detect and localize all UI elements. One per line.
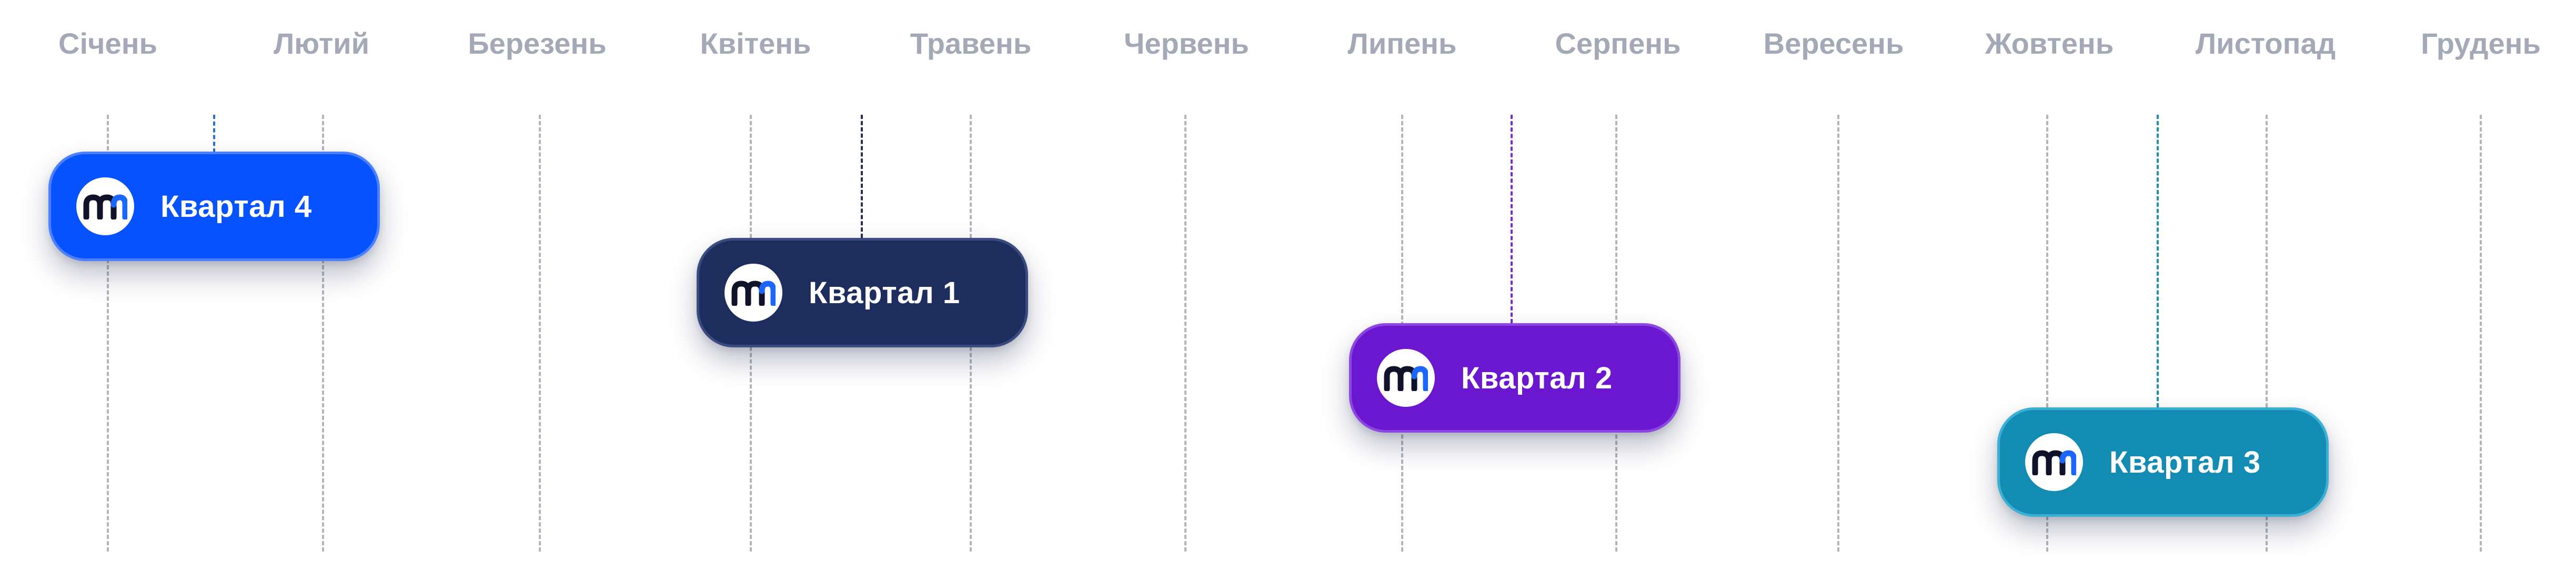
quarter-2-stem — [1511, 115, 1513, 323]
grid-line — [2480, 115, 2482, 552]
quarter-3-label: Квартал 3 — [2109, 445, 2261, 479]
grid-line — [1837, 115, 1839, 552]
quarter-1-stem — [861, 115, 863, 238]
quarter-4-pill[interactable]: Квартал 4 — [48, 152, 380, 261]
quarter-4-stem — [213, 115, 215, 153]
mn-logo-icon — [76, 177, 134, 235]
mn-logo-icon — [1377, 349, 1435, 407]
month-label: Грудень — [2421, 27, 2541, 60]
month-label: Травень — [910, 27, 1032, 60]
month-label: Жовтень — [1985, 27, 2114, 60]
quarter-2-pill[interactable]: Квартал 2 — [1349, 323, 1681, 433]
month-label: Червень — [1124, 27, 1249, 60]
month-label: Квітень — [700, 27, 811, 60]
quarter-1-pill[interactable]: Квартал 1 — [697, 238, 1028, 347]
quarter-3-pill[interactable]: Квартал 3 — [1997, 407, 2329, 517]
month-label: Березень — [468, 27, 607, 60]
mn-logo-icon — [2025, 433, 2083, 491]
grid-line — [1184, 115, 1186, 552]
grid-line — [2046, 115, 2048, 552]
month-label: Серпень — [1555, 27, 1681, 60]
month-label: Лютий — [274, 27, 369, 60]
grid-line — [322, 115, 324, 552]
grid-line — [539, 115, 541, 552]
quarter-1-label: Квартал 1 — [809, 275, 960, 310]
mn-logo-icon — [724, 264, 782, 322]
month-label: Листопад — [2195, 27, 2336, 60]
month-label: Вересень — [1763, 27, 1904, 60]
month-label: Липень — [1347, 27, 1457, 60]
grid-line — [107, 115, 109, 552]
quarter-4-label: Квартал 4 — [160, 189, 312, 224]
month-label: Січень — [58, 27, 157, 60]
quarter-2-label: Квартал 2 — [1461, 361, 1613, 395]
grid-line — [2266, 115, 2268, 552]
quarter-3-stem — [2157, 115, 2159, 407]
